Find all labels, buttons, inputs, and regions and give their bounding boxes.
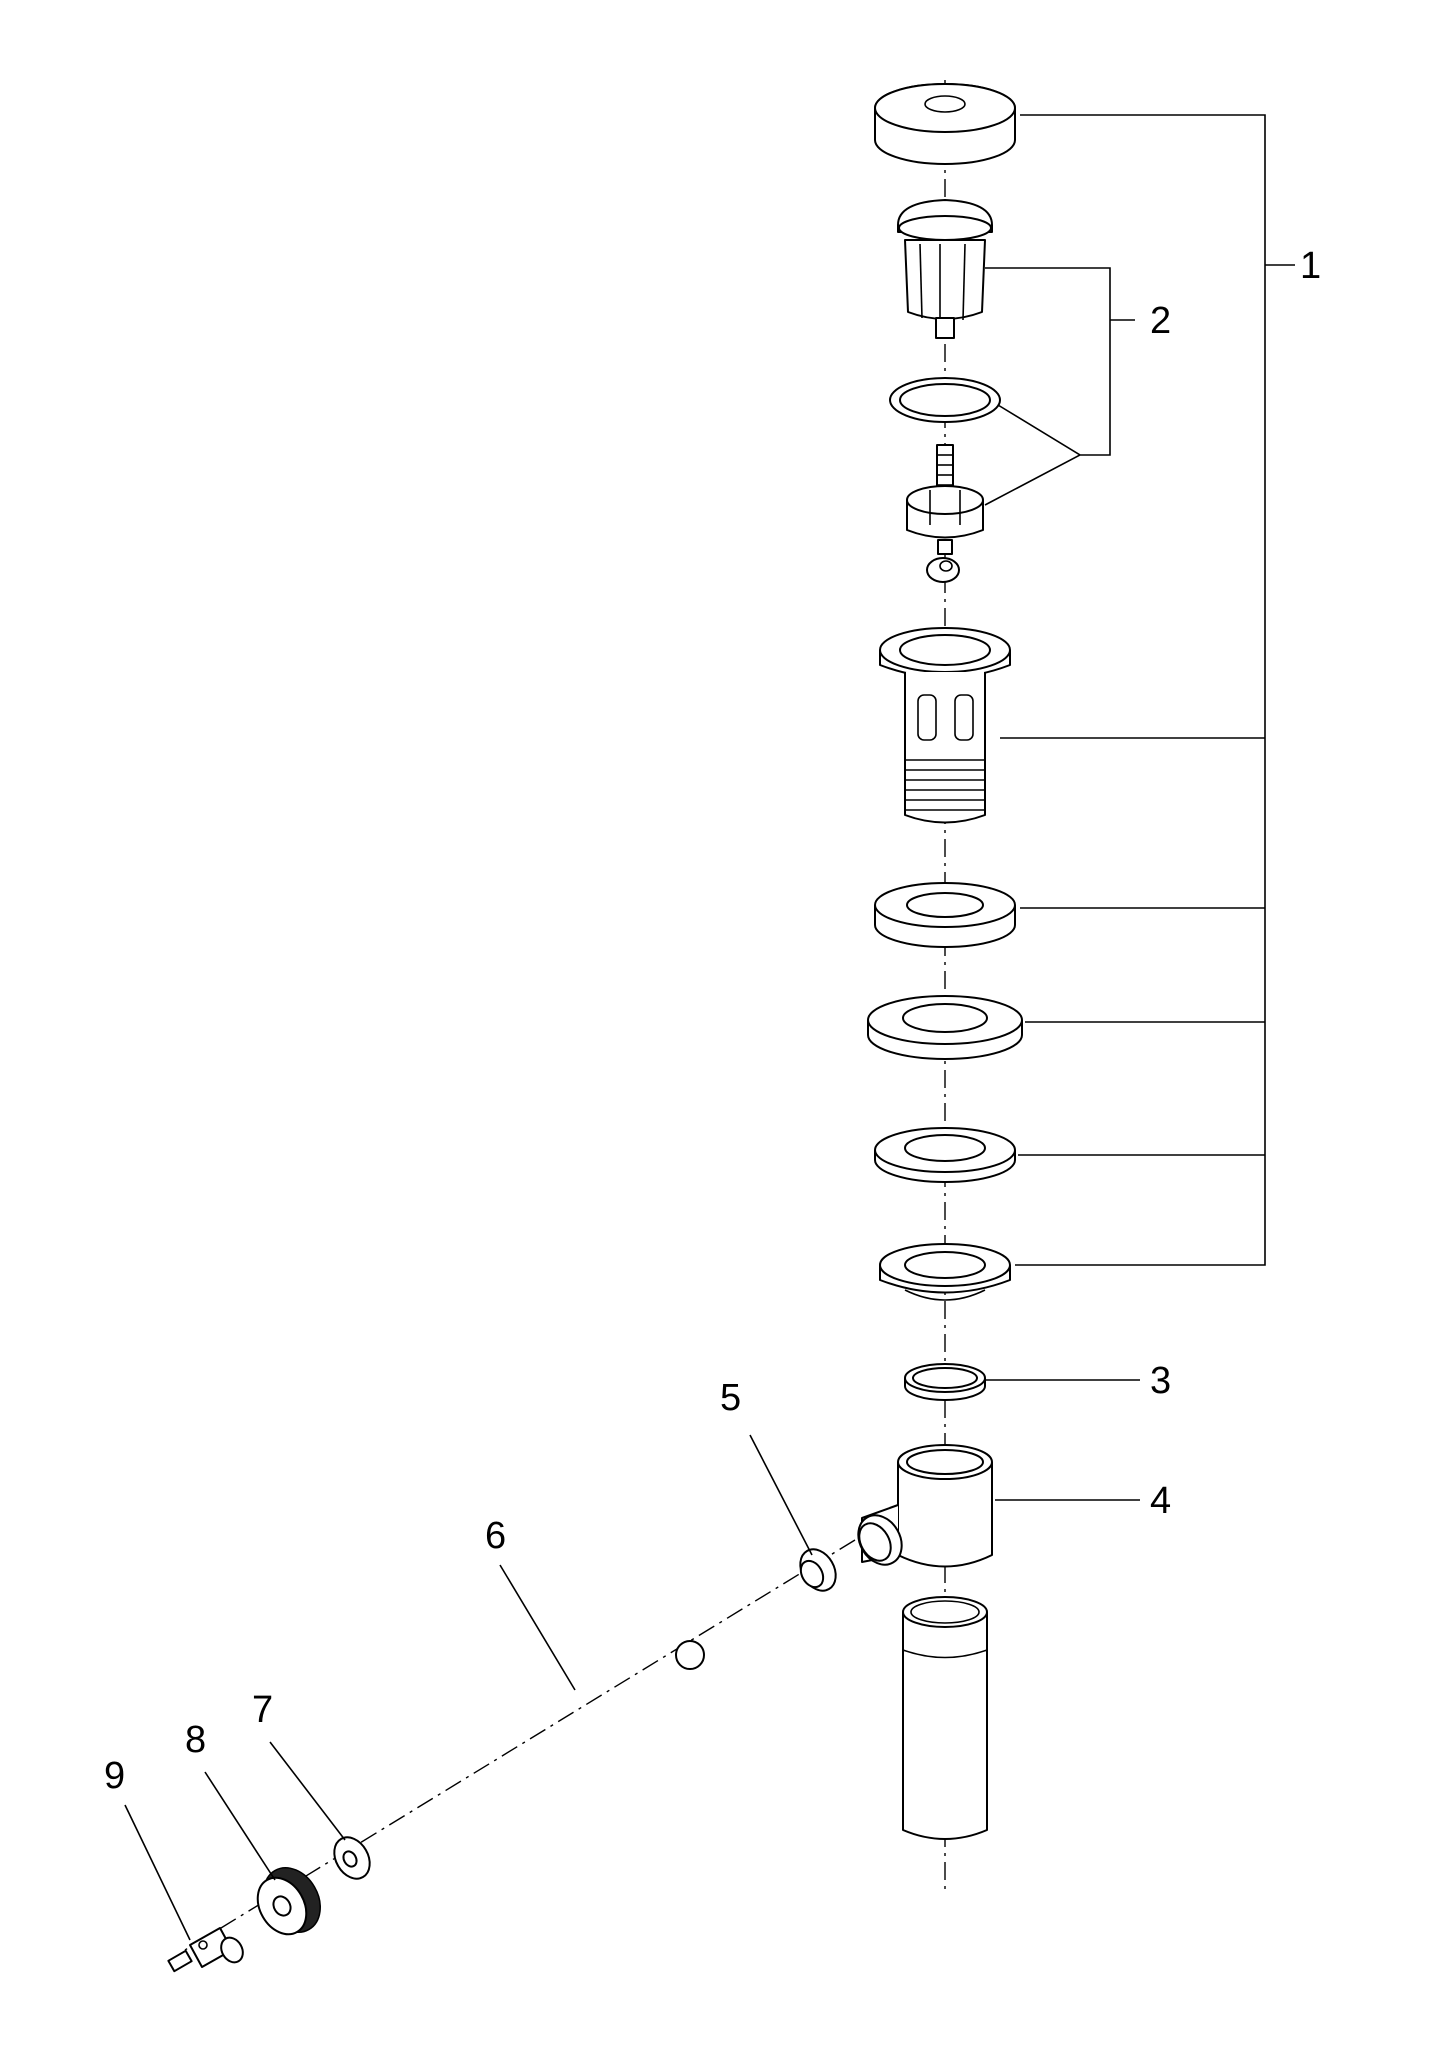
stopper-cap xyxy=(874,83,1016,165)
o-ring-upper xyxy=(889,377,1001,423)
callout-5: 5 xyxy=(720,1377,741,1419)
stopper-body xyxy=(897,199,993,339)
callout-4: 4 xyxy=(1150,1480,1171,1522)
callout-9: 9 xyxy=(104,1755,125,1797)
pivot-guide xyxy=(906,444,984,583)
callout-3: 3 xyxy=(1150,1360,1171,1402)
callout-2: 2 xyxy=(1150,300,1171,342)
tee-body xyxy=(857,1444,993,1568)
callout-6: 6 xyxy=(485,1515,506,1557)
gasket-flanged xyxy=(867,995,1023,1060)
bracket-2-leader xyxy=(984,267,1135,506)
leader-6 xyxy=(499,1564,576,1691)
callout-1: 1 xyxy=(1300,245,1321,287)
pivot-rod xyxy=(396,1596,784,1834)
pivot-clip xyxy=(167,1927,244,1973)
gasket-upper xyxy=(874,882,1016,948)
leader-7 xyxy=(269,1741,346,1841)
tailpiece-pipe xyxy=(902,1596,988,1840)
rod-washer xyxy=(333,1836,371,1880)
leader-9 xyxy=(124,1804,191,1941)
bracket-1-leader xyxy=(1000,114,1295,1266)
leader-5 xyxy=(749,1434,813,1556)
locknut xyxy=(879,1243,1011,1301)
knurled-nut xyxy=(256,1867,321,1936)
drain-body xyxy=(879,627,1011,824)
pivot-bushing xyxy=(799,1548,837,1592)
washer-flat xyxy=(874,1127,1016,1183)
o-ring-lower xyxy=(904,1363,986,1401)
callout-7: 7 xyxy=(252,1689,273,1731)
leader-8 xyxy=(204,1771,276,1881)
callout-8: 8 xyxy=(185,1719,206,1761)
